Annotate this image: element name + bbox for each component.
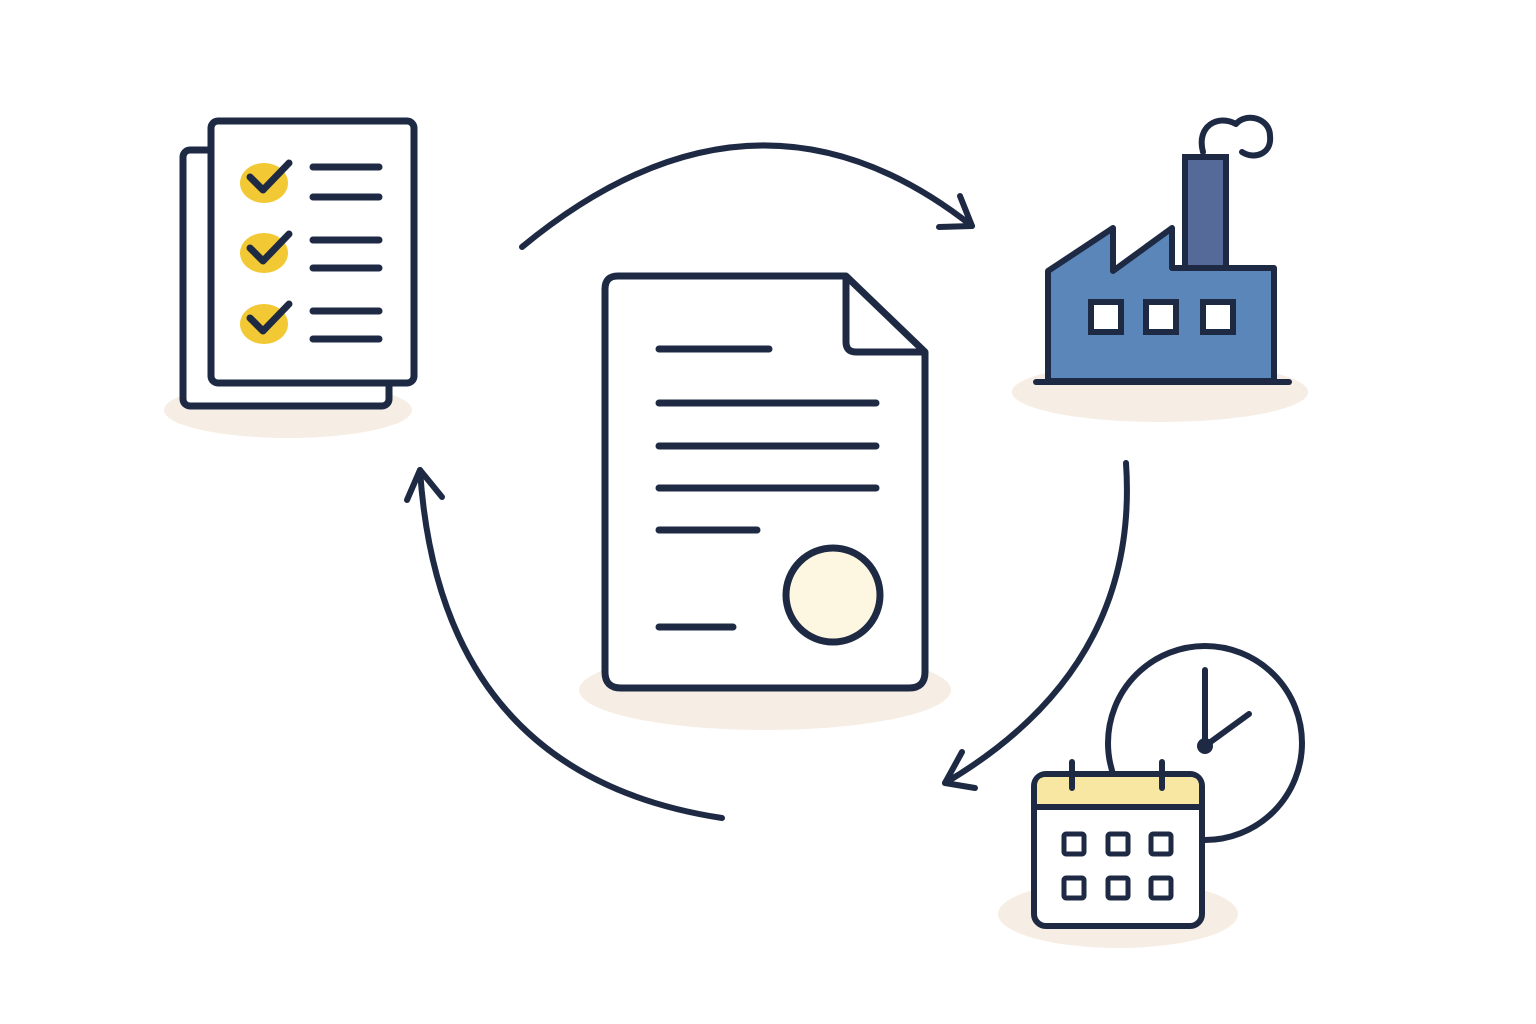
certificate-document-icon xyxy=(601,272,929,692)
calendar-clock-icon xyxy=(1031,643,1305,929)
certificate-text-lines xyxy=(655,345,880,631)
check-marks xyxy=(246,159,293,335)
calendar-icon xyxy=(1031,759,1205,929)
calendar-rings xyxy=(1069,759,1165,791)
calendar-header xyxy=(1037,777,1199,805)
calendar-days xyxy=(1061,831,1174,901)
smoke xyxy=(1198,114,1274,159)
arrow-schedule-to-checklist xyxy=(404,467,725,821)
cycle-arrows xyxy=(404,142,1130,821)
chimney xyxy=(1182,154,1229,272)
arrow-checklist-to-factory xyxy=(519,142,975,250)
factory-icon xyxy=(1033,114,1292,385)
arrow-factory-to-schedule xyxy=(942,460,1130,791)
checklist-icon xyxy=(179,117,418,410)
checklist-lines xyxy=(309,163,383,343)
seal-stamp xyxy=(782,544,884,646)
factory-windows xyxy=(1088,299,1236,335)
